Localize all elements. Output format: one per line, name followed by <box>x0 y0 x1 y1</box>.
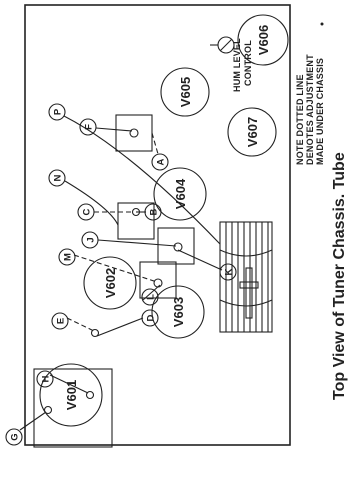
svg-text:E: E <box>56 318 67 324</box>
note-block: NOTE DOTTED LINE DENOTES ADJUSTMENT MADE… <box>295 54 325 165</box>
hum-control-line-2: CONTROL <box>243 40 253 86</box>
hum-level-control <box>210 36 235 54</box>
tube-v605: V605 <box>160 67 210 117</box>
tube-v604: V604 <box>153 167 207 221</box>
svg-text:J: J <box>86 237 97 242</box>
callout-p: P <box>48 103 66 121</box>
callout-b: B <box>144 203 162 221</box>
adjust-screw-d <box>90 328 100 338</box>
adjust-screw-g <box>43 405 53 415</box>
svg-text:V603: V603 <box>171 297 186 327</box>
tuning-capacitor <box>219 221 273 333</box>
hum-control-label: HUM LEVEL CONTROL <box>232 38 253 92</box>
callout-k: K <box>219 263 237 281</box>
tube-v602: V602 <box>83 256 137 310</box>
svg-text:F: F <box>84 124 95 130</box>
chassis-outline <box>24 4 291 446</box>
v601-mount-box <box>33 368 113 448</box>
callout-l: L <box>141 288 159 306</box>
callout-h: H <box>36 370 54 388</box>
svg-text:P: P <box>53 108 64 115</box>
svg-text:V602: V602 <box>103 268 118 298</box>
tuning-shaft <box>239 267 259 319</box>
svg-text:V607: V607 <box>245 117 260 147</box>
svg-text:G: G <box>10 433 21 440</box>
note-line-2: DENOTES ADJUSTMENT <box>305 54 315 165</box>
svg-text:L: L <box>146 294 157 300</box>
svg-text:D: D <box>146 314 157 321</box>
can-a-f <box>115 114 153 152</box>
callout-j: J <box>81 231 99 249</box>
callout-a: A <box>151 153 169 171</box>
can-b-c <box>117 202 155 240</box>
callout-n: N <box>48 169 66 187</box>
svg-text:N: N <box>53 174 64 181</box>
svg-text:A: A <box>156 158 167 165</box>
svg-text:V601: V601 <box>64 380 79 410</box>
figure-caption: Top View of Tuner Chassis. Tube <box>331 152 348 400</box>
margin-dot <box>320 22 324 26</box>
svg-text:B: B <box>149 208 160 215</box>
tube-v603: V603 <box>151 285 205 339</box>
callout-m: M <box>58 248 76 266</box>
svg-text:C: C <box>82 208 93 215</box>
tube-v607: V607 <box>227 107 277 157</box>
callout-d: D <box>141 309 159 327</box>
can-l <box>139 261 177 299</box>
svg-text:V605: V605 <box>178 77 193 107</box>
callout-c: C <box>77 203 95 221</box>
note-line-3: MADE UNDER CHASSIS <box>315 58 325 165</box>
tube-v601: V601 <box>39 363 103 427</box>
adjust-screw-h <box>85 390 95 400</box>
callout-g: G <box>5 428 23 446</box>
callout-e: E <box>51 312 69 330</box>
svg-text:M: M <box>63 253 74 261</box>
callout-f: F <box>79 118 97 136</box>
tube-v606: V606 <box>237 14 289 66</box>
svg-text:H: H <box>41 375 52 382</box>
note-line-1: NOTE DOTTED LINE <box>295 74 305 165</box>
svg-text:V606: V606 <box>256 25 271 55</box>
svg-text:K: K <box>224 268 235 275</box>
hum-control-line-1: HUM LEVEL <box>232 38 242 92</box>
